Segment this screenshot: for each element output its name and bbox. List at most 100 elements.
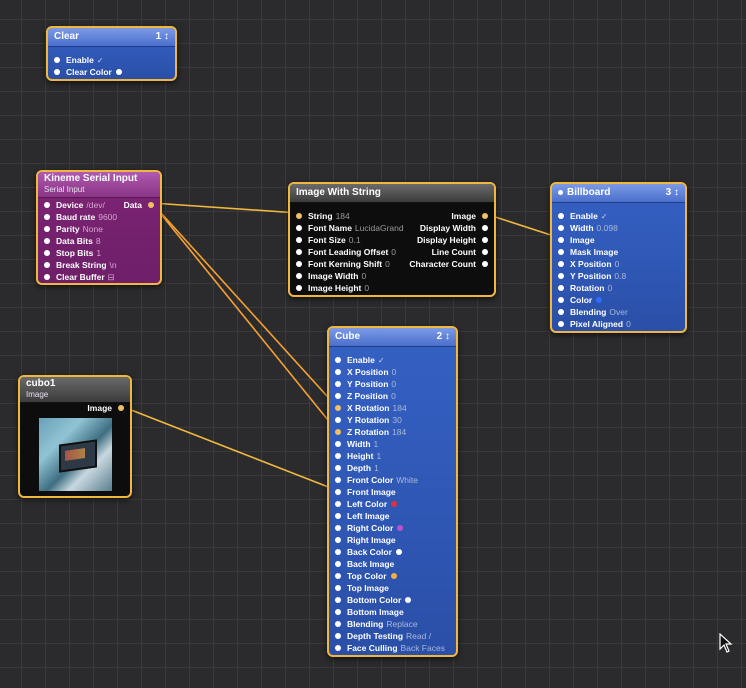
port-display-width-output[interactable]: Display Width [420,222,488,234]
port-bottom-color[interactable]: Bottom Color [335,594,412,606]
port-dot[interactable] [335,548,341,555]
port-dot[interactable] [558,296,564,303]
port-dot[interactable] [558,308,564,315]
port-dot[interactable] [335,536,341,543]
port-dot[interactable] [335,644,341,651]
port-device[interactable]: Device/dev/ [44,199,105,211]
port-dot[interactable] [296,260,302,267]
port-back-color[interactable]: Back Color [335,546,402,558]
port-display-height-output[interactable]: Display Height [417,234,488,246]
port-dot[interactable] [335,572,341,579]
port-dot[interactable] [44,249,50,256]
port-dot[interactable] [558,272,564,279]
port-dot[interactable] [54,68,60,75]
port-dot[interactable] [148,201,154,208]
port-dot[interactable] [335,620,341,627]
clear-node-count[interactable]: 1 ↕ [155,31,169,42]
port-dot[interactable] [558,248,564,255]
port-dot[interactable] [54,56,60,63]
port-dot[interactable] [44,201,50,208]
port-dot[interactable] [482,260,488,267]
port-clear-buffer[interactable]: Clear Buffer⊟ [44,271,115,283]
serial-input-node[interactable]: Kineme Serial Input Serial Input Device/… [36,170,162,285]
port-dot[interactable] [296,284,302,291]
clear-node-header[interactable]: Clear 1 ↕ [48,28,175,47]
port-dot[interactable] [335,404,341,411]
port-dot[interactable] [335,428,341,435]
port-line-count-output[interactable]: Line Count [432,246,488,258]
cubo1-image-node[interactable]: cubo1 Image Image [18,375,132,498]
port-top-image[interactable]: Top Image [335,582,389,594]
port-dot[interactable] [335,380,341,387]
port-top-color[interactable]: Top Color [335,570,397,582]
port-dot[interactable] [558,284,564,291]
port-dot[interactable] [296,248,302,255]
port-dot[interactable] [44,273,50,280]
port-enable[interactable]: Enable✓ [54,54,104,66]
port-clear-color[interactable]: Clear Color [54,66,122,78]
port-dot[interactable] [44,261,50,268]
port-dot[interactable] [335,368,341,375]
port-dot[interactable] [296,272,302,279]
port-dot[interactable] [44,225,50,232]
port-image[interactable]: Image [558,234,595,246]
port-dot[interactable] [558,320,564,327]
port-bottom-image[interactable]: Bottom Image [335,606,404,618]
port-dot[interactable] [482,212,488,219]
port-dot[interactable] [44,213,50,220]
port-dot[interactable] [118,404,124,411]
port-dot[interactable] [335,488,341,495]
port-dot[interactable] [482,236,488,243]
port-dot[interactable] [296,212,302,219]
port-image-output[interactable]: Image [87,402,124,414]
port-data-output[interactable]: Data [124,199,154,211]
port-dot[interactable] [335,416,341,423]
port-dot[interactable] [558,236,564,243]
port-dot[interactable] [335,608,341,615]
port-image-output[interactable]: Image [451,210,488,222]
port-left-image[interactable]: Left Image [335,510,390,522]
cubo1-header[interactable]: cubo1 Image [20,377,130,403]
serial-node-header[interactable]: Kineme Serial Input Serial Input [38,172,160,198]
port-dot[interactable] [296,236,302,243]
port-dot[interactable] [335,452,341,459]
port-dot[interactable] [335,632,341,639]
port-right-image[interactable]: Right Image [335,534,396,546]
port-dot[interactable] [558,224,564,231]
port-dot[interactable] [335,596,341,603]
port-color[interactable]: Color [558,294,603,306]
image-with-string-header[interactable]: Image With String [290,184,494,203]
port-dot[interactable] [335,584,341,591]
port-dot[interactable] [335,560,341,567]
port-dot[interactable] [335,476,341,483]
port-dot[interactable] [335,440,341,447]
port-dot[interactable] [44,237,50,244]
cube-header[interactable]: Cube 2 ↕ [329,328,456,347]
port-dot[interactable] [558,212,564,219]
